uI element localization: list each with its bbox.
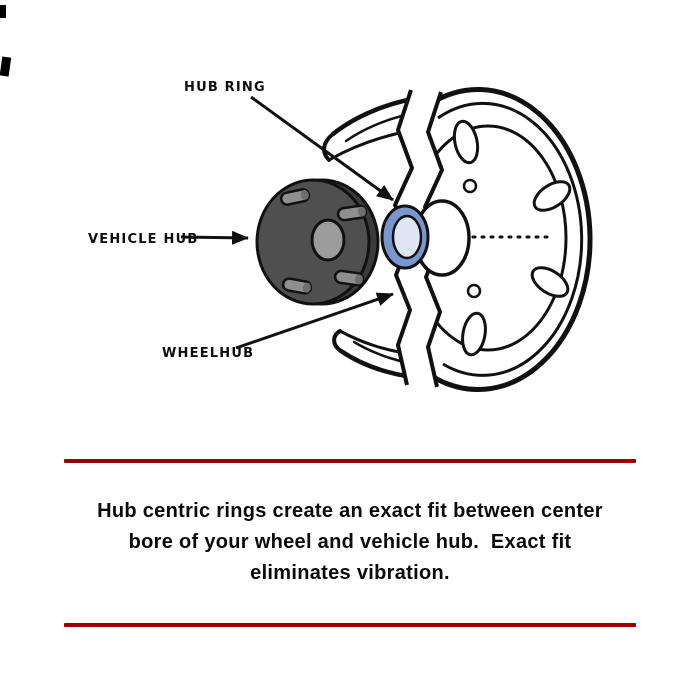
scan-artifact [0, 56, 12, 77]
wheel-stud [279, 188, 311, 206]
wheel-hub-exploded-diagram: HUB RING VEHICLE HUB WHEELHUB [0, 5, 593, 393]
wheel-outline [408, 87, 593, 393]
top-red-divider [64, 459, 636, 463]
caption-line-3: eliminates vibration. [250, 562, 450, 584]
caption-line-2: bore of your wheel and vehicle hub. Exac… [128, 531, 572, 553]
wheel-stud-tip [354, 274, 363, 285]
wheelhub-arrow [235, 292, 394, 350]
wheel-stud-tip [300, 189, 309, 200]
scan-artifact [0, 5, 6, 18]
hub-ring [380, 204, 430, 270]
hub-ring-hole [391, 214, 423, 260]
vehicle-hub-arrow [180, 230, 249, 245]
wheel-stud [336, 204, 368, 222]
vehicle-hub-label: VEHICLE HUB [88, 232, 198, 247]
caption-text: Hub centric rings create an exact fit be… [0, 496, 700, 589]
wheel-stud-tip [302, 282, 311, 293]
wheel-stud [333, 269, 365, 287]
wheel-stud-tip [357, 206, 366, 217]
barrel-top-end-cap [322, 132, 335, 162]
vehicle-hub-center-bore [310, 218, 346, 262]
wheel-outer-rim [428, 87, 593, 393]
wheel-vent-hole [461, 311, 487, 357]
wheelhub-label: WHEELHUB [162, 346, 254, 361]
wheel-vent-hole [532, 180, 572, 212]
vehicle-hub [255, 178, 380, 306]
hub-ring-arrow [250, 95, 394, 202]
wheel-lug-hole [466, 283, 482, 299]
wheel-stud [281, 277, 313, 295]
barrel-bottom-end-cap [332, 329, 343, 353]
callouts: HUB RING VEHICLE HUB WHEELHUB [88, 80, 394, 361]
wheel-inner-rim [437, 101, 584, 377]
wheel-lug-hole [462, 178, 478, 194]
wheel-vent-hole [452, 119, 480, 165]
bottom-red-divider [64, 623, 636, 627]
caption-line-1: Hub centric rings create an exact fit be… [97, 500, 603, 522]
hub-ring-label: HUB RING [184, 80, 266, 95]
wheel-vent-hole [530, 266, 570, 298]
